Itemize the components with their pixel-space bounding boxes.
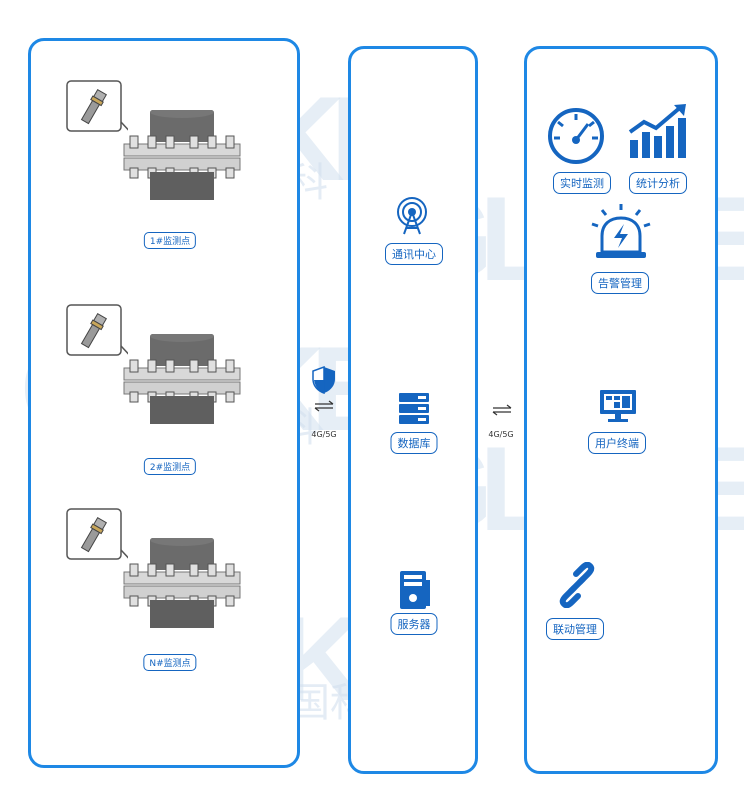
bidirectional-arrow-icon <box>492 404 512 416</box>
link-icon <box>559 562 595 608</box>
bar-chart-icon <box>628 104 686 158</box>
monitoring-point-n: N#监测点 <box>60 506 260 686</box>
flange-icon <box>123 110 241 200</box>
node-label: 数据库 <box>390 432 438 454</box>
monitoring-point-1: 1#监测点 <box>60 78 260 258</box>
monitoring-point-label: 2#监测点 <box>143 458 197 475</box>
terminal-icon <box>600 390 636 422</box>
bidirectional-arrow-icon <box>314 400 334 412</box>
node-label: 用户终端 <box>588 432 646 454</box>
sensor-icon <box>66 80 128 132</box>
server-icon <box>400 571 430 609</box>
connection-label: 4G/5G <box>488 430 514 439</box>
node-label: 告警管理 <box>591 272 649 294</box>
sensor-icon <box>66 508 128 560</box>
antenna-icon <box>397 197 427 235</box>
node-label: 统计分析 <box>629 172 687 194</box>
flange-icon <box>123 538 241 628</box>
alarm-icon <box>591 204 651 258</box>
sensor-icon <box>66 304 128 356</box>
monitoring-point-2: 2#监测点 <box>60 302 260 482</box>
monitoring-point-label: 1#监测点 <box>143 232 197 249</box>
connection-label: 4G/5G <box>311 430 337 439</box>
database-icon <box>399 393 429 424</box>
node-label: 服务器 <box>390 613 438 635</box>
node-label: 联动管理 <box>546 618 604 640</box>
shield-icon <box>312 366 335 394</box>
node-label: 实时监测 <box>553 172 611 194</box>
flange-icon <box>123 334 241 424</box>
monitoring-point-label: N#监测点 <box>143 654 197 671</box>
gauge-icon <box>548 108 604 164</box>
node-label: 通讯中心 <box>385 243 443 265</box>
